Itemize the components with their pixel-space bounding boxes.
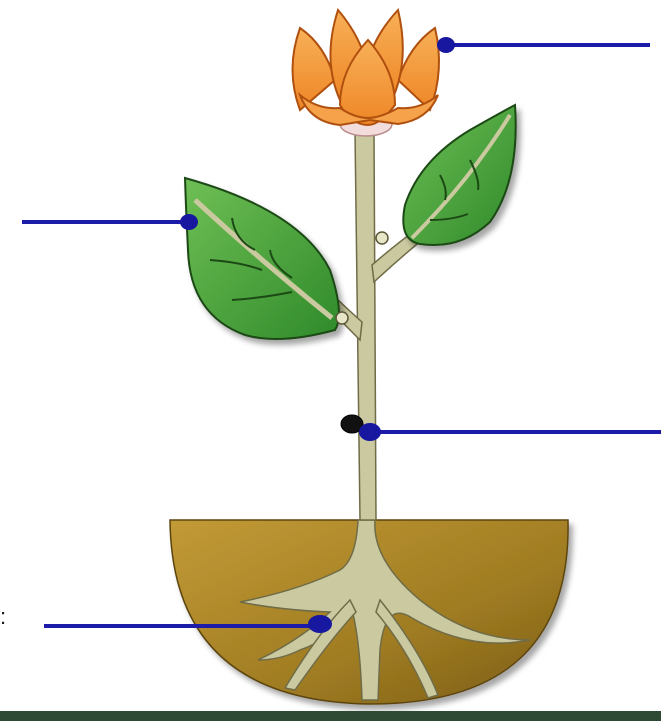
flower-icon <box>293 10 440 136</box>
bottom-band <box>0 711 661 721</box>
bud-lower <box>336 312 348 324</box>
pointer-flower <box>437 37 650 53</box>
pointer-stem <box>359 423 661 441</box>
right-leaf <box>403 105 515 245</box>
bud-upper <box>376 232 388 244</box>
left-leaf <box>185 178 339 339</box>
left-edge-glyph: : <box>0 606 6 628</box>
pointer-leaf <box>22 214 198 230</box>
